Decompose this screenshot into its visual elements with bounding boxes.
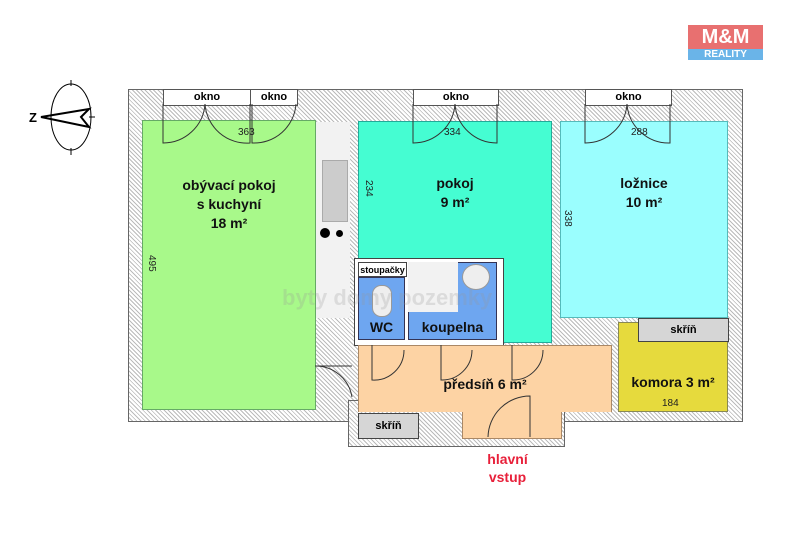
room-living-area: 18 m²: [210, 215, 248, 231]
watermark: byty domy pozemky: [282, 285, 493, 310]
window: okno: [413, 89, 499, 106]
room-predsin: předsíň 6 m²: [358, 345, 612, 412]
window-swing: [454, 103, 498, 144]
room-loznice: ložnice 10 m²: [560, 121, 728, 318]
room-wc-name: WC: [369, 319, 394, 335]
logo-top: M&M: [688, 25, 763, 49]
room-stoupacky: stoupačky: [358, 262, 407, 277]
logo: M&M REALITY: [688, 25, 763, 60]
bathtub-icon: [462, 264, 490, 290]
room-loznice-area: 10 m²: [625, 194, 663, 210]
logo-bottom: REALITY: [688, 49, 763, 60]
entrance-line1: hlavní: [487, 451, 528, 467]
window-swing: [584, 103, 628, 144]
dim-loznice-width: 288: [631, 127, 648, 138]
window-swing: [412, 103, 456, 144]
room-pokoj-name: pokoj: [436, 175, 474, 191]
room-koupelna-name: koupelna: [421, 319, 484, 335]
washbasin-icon: [408, 262, 458, 312]
dim-living-width: 363: [238, 127, 255, 138]
closet-hall: skříň: [358, 413, 419, 439]
entrance-label: hlavní vstup: [470, 450, 545, 486]
room-pokoj-area: 9 m²: [440, 194, 470, 210]
stove-icon: [336, 230, 343, 237]
dim-komora-width: 184: [662, 398, 679, 409]
room-living: obývací pokoj s kuchyní 18 m²: [142, 120, 316, 410]
dim-living-depth: 495: [146, 255, 157, 272]
window-swing: [204, 103, 251, 144]
dim-kitchen: 234: [363, 180, 374, 197]
dim-loznice-depth: 338: [562, 210, 573, 227]
room-komora-name: komora 3 m²: [631, 373, 715, 390]
stove-icon: [320, 228, 330, 238]
compass-label: Z: [29, 110, 37, 125]
door-swing: [440, 345, 473, 381]
window: okno: [250, 89, 298, 106]
toilet-icon: [372, 285, 392, 317]
door-swing: [314, 365, 353, 398]
compass-icon: [40, 80, 95, 155]
dim-pokoj-width: 334: [444, 127, 461, 138]
door-swing: [487, 395, 531, 438]
window: okno: [585, 89, 672, 106]
window-swing: [626, 103, 671, 144]
room-living-name1: obývací pokoj: [182, 177, 276, 193]
door-swing: [371, 345, 405, 381]
room-predsin-name: předsíň 6 m²: [443, 375, 527, 392]
closet-komora: skříň: [638, 318, 729, 342]
door-swing: [511, 345, 544, 381]
sink-icon: [322, 160, 348, 222]
window-swing: [251, 103, 297, 144]
window-swing: [162, 103, 206, 144]
entrance-line2: vstup: [488, 469, 527, 485]
room-living-name2: s kuchyní: [196, 196, 262, 212]
room-loznice-name: ložnice: [620, 175, 668, 191]
